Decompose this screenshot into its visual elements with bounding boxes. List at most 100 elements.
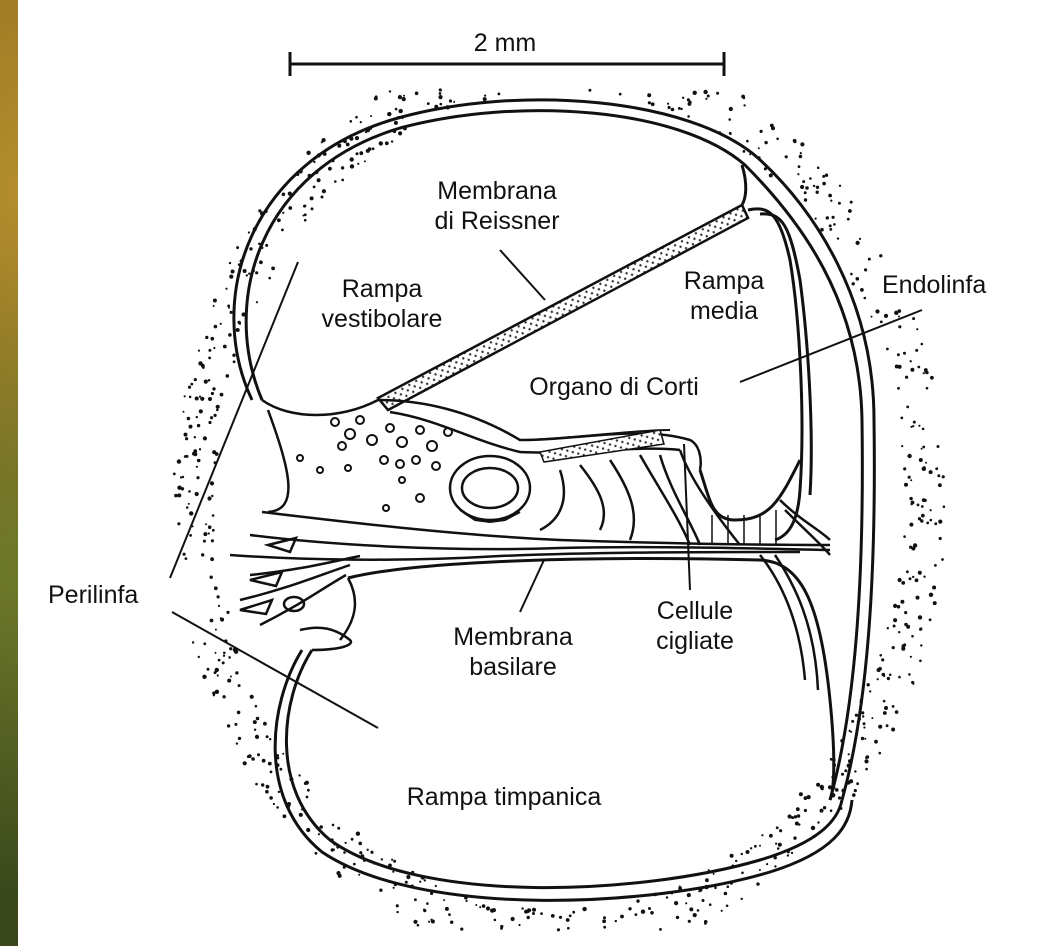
stipple-dot (313, 186, 316, 189)
stipple-dot (367, 849, 369, 851)
stipple-dot (299, 813, 303, 817)
stipple-dot (375, 95, 378, 98)
label-cellule-cigliate: Cellule cigliate (656, 596, 734, 656)
stipple-dot (305, 781, 309, 785)
stipple-dot (919, 458, 923, 462)
stipple-dot (208, 421, 211, 424)
stipple-dot (417, 924, 420, 927)
stipple-dot (183, 553, 186, 556)
stipple-dot (210, 416, 213, 419)
stipple-dot (769, 173, 773, 177)
stipple-dot (727, 885, 730, 888)
stipple-dot (671, 108, 675, 112)
stipple-dot (426, 902, 429, 905)
label-line: cigliate (656, 626, 734, 656)
stipple-dot (237, 711, 241, 715)
stipple-dot (208, 349, 211, 352)
stipple-dot (713, 873, 715, 875)
stipple-dot (922, 428, 925, 431)
stipple-dot (196, 416, 198, 418)
stipple-dot (847, 218, 850, 221)
stipple-dot (500, 925, 503, 928)
stipple-dot (248, 273, 250, 275)
stipple-dot (379, 141, 383, 145)
stipple-dot (192, 452, 196, 456)
stipple-dot (265, 790, 269, 794)
stipple-dot (182, 476, 184, 478)
stipple-dot (232, 354, 235, 357)
stipple-dot (484, 95, 486, 97)
stipple-dot (415, 92, 419, 96)
stipple-dot (226, 611, 229, 614)
label-rampa-timpanica: Rampa timpanica (407, 782, 602, 812)
stipple-dot (822, 182, 826, 186)
stipple-dot (707, 95, 710, 98)
stipple-dot (933, 601, 937, 605)
stipple-dot (396, 904, 399, 907)
stipple-dot (898, 631, 900, 633)
stipple-dot (838, 796, 841, 799)
stipple-dot (532, 908, 536, 912)
stipple-dot (217, 674, 219, 676)
stipple-dot (799, 155, 803, 159)
stipple-dot (419, 881, 421, 883)
stipple-dot (204, 380, 208, 384)
stipple-dot (177, 522, 180, 525)
stipple-dot (916, 596, 920, 600)
stipple-dot (879, 752, 882, 755)
stipple-dot (201, 364, 205, 368)
stipple-dot (848, 753, 850, 755)
stipple-dot (912, 317, 915, 320)
stipple-dot (211, 495, 213, 497)
stipple-dot (879, 654, 882, 657)
stipple-dot (246, 274, 248, 276)
stipple-dot (212, 387, 215, 390)
stipple-dot (261, 783, 264, 786)
stipple-dot (189, 396, 192, 399)
stipple-dot (788, 814, 792, 818)
stipple-dot (313, 161, 315, 163)
stipple-dot (856, 277, 860, 281)
stipple-dot (207, 496, 211, 500)
stipple-dot (877, 678, 879, 680)
stipple-dot (830, 809, 833, 812)
stipple-dot (938, 520, 942, 524)
stipple-dot (921, 514, 925, 518)
stipple-dot (874, 740, 878, 744)
stipple-dot (318, 833, 320, 835)
stipple-dot (207, 668, 210, 671)
stipple-dot (236, 246, 239, 249)
stipple-dot (322, 189, 326, 193)
stipple-dot (235, 671, 238, 674)
stipple-dot (203, 532, 207, 536)
stipple-dot (923, 466, 926, 469)
stipple-dot (887, 627, 889, 629)
stipple-dot (359, 851, 362, 854)
stipple-dot (483, 97, 487, 101)
stipple-dot (226, 374, 230, 378)
stipple-dot (909, 523, 913, 527)
stipple-dot (414, 898, 417, 901)
stipple-dot (860, 288, 864, 292)
stipple-dot (185, 437, 188, 440)
label-rampa-vestibolare: Rampa vestibolare (322, 274, 443, 334)
stipple-dot (937, 445, 940, 448)
stipple-dot (559, 916, 562, 919)
stipple-dot (254, 729, 256, 731)
stipple-dot (268, 762, 272, 766)
stipple-dot (913, 421, 916, 424)
stipple-dot (355, 136, 359, 140)
stipple-dot (392, 871, 394, 873)
stipple-dot (202, 675, 206, 679)
stipple-dot (902, 644, 906, 648)
stipple-dot (688, 920, 691, 923)
stipple-dot (188, 386, 191, 389)
label-line: basilare (453, 652, 573, 682)
stipple-dot (919, 628, 922, 631)
label-perilinfa: Perilinfa (48, 580, 138, 610)
stipple-dot (884, 314, 888, 318)
stipple-dot (281, 229, 284, 232)
stipple-dot (915, 349, 918, 352)
stipple-dot (886, 348, 889, 351)
stipple-dot (778, 843, 782, 847)
